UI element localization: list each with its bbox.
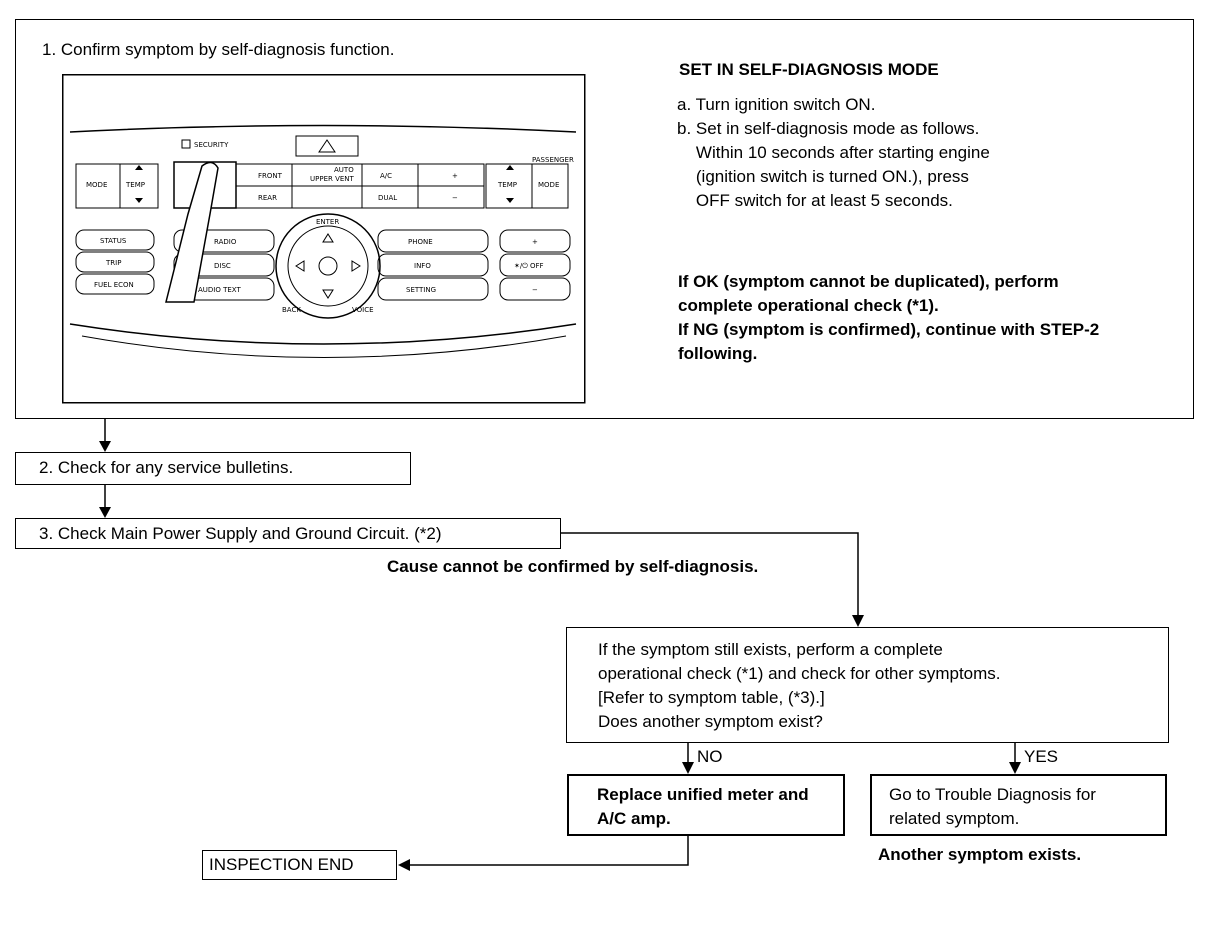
vol-minus-label: −: [532, 286, 538, 294]
status-label: STATUS: [100, 237, 127, 245]
control-panel-illustration: SECURITY PASSENGER MODE TEMP FRONT REAR …: [62, 74, 586, 404]
temp-right-label: TEMP: [497, 181, 517, 189]
instruction-line: (ignition switch is turned ON.), press: [677, 167, 969, 186]
fuel-econ-label: FUEL ECON: [94, 281, 134, 289]
step1-title: 1. Confirm symptom by self-diagnosis fun…: [42, 40, 395, 59]
mode-right-label: MODE: [538, 181, 559, 189]
question-text: If the symptom still exists, perform a c…: [598, 638, 1001, 734]
replace-line: A/C amp.: [597, 809, 671, 828]
replace-box: [567, 774, 845, 836]
step3-box: [15, 518, 561, 549]
phone-label: PHONE: [408, 238, 433, 246]
inspection-end-box: [202, 850, 397, 880]
instruction-line: a. Turn ignition switch ON.: [677, 95, 876, 114]
ac-label: A/C: [380, 172, 392, 180]
back-label: BACK: [282, 306, 301, 314]
self-diagnosis-result: If OK (symptom cannot be duplicated), pe…: [678, 270, 1099, 366]
question-line: [Refer to symptom table, (*3).]: [598, 688, 825, 707]
trip-label: TRIP: [105, 259, 121, 267]
vol-off-label: ✶/⏻ OFF: [514, 262, 544, 270]
replace-line: Replace unified meter and: [597, 785, 809, 804]
rear-label: REAR: [258, 194, 277, 202]
step2-box: [15, 452, 411, 485]
mode-left-label: MODE: [86, 181, 107, 189]
trouble-text: Go to Trouble Diagnosis for related symp…: [889, 783, 1096, 831]
question-line: If the symptom still exists, perform a c…: [598, 640, 943, 659]
step2-label: 2. Check for any service bulletins.: [39, 458, 294, 477]
instruction-line: OFF switch for at least 5 seconds.: [677, 191, 953, 210]
branch-yes-label: YES: [1024, 747, 1059, 766]
fan-plus-label: +: [452, 172, 458, 180]
temp-left-label: TEMP: [125, 181, 145, 189]
question-line: Does another symptom exist?: [598, 712, 823, 731]
instruction-line: Within 10 seconds after starting engine: [677, 143, 990, 162]
disc-label: DISC: [214, 262, 231, 270]
upper-vent-label: UPPER VENT: [310, 175, 355, 183]
voice-label: VOICE: [352, 306, 374, 314]
info-label: INFO: [414, 262, 431, 270]
security-label: SECURITY: [194, 141, 229, 149]
self-diagnosis-instructions: a. Turn ignition switch ON. b. Set in se…: [677, 93, 990, 213]
result-line: If NG (symptom is confirmed), continue w…: [678, 320, 1100, 339]
branch-no-label: NO: [697, 747, 723, 766]
self-diagnosis-heading: SET IN SELF-DIAGNOSIS MODE: [679, 60, 939, 79]
passenger-label: PASSENGER: [532, 156, 574, 164]
question-line: operational check (*1) and check for oth…: [598, 664, 1001, 683]
audio-text-label: AUDIO TEXT: [198, 286, 241, 294]
result-line: If OK (symptom cannot be duplicated), pe…: [678, 272, 1059, 291]
trouble-diagnosis-box: [870, 774, 1167, 836]
pointing-finger-icon: [165, 161, 219, 303]
radio-label: RADIO: [214, 238, 237, 246]
step3-label: 3. Check Main Power Supply and Ground Ci…: [39, 524, 442, 543]
result-line: complete operational check (*1).: [678, 296, 939, 315]
dual-label: DUAL: [378, 194, 397, 202]
replace-text: Replace unified meter and A/C amp.: [597, 783, 809, 831]
cause-note: Cause cannot be confirmed by self-diagno…: [387, 557, 759, 576]
front-label: FRONT: [258, 172, 283, 180]
another-symptom-note: Another symptom exists.: [878, 845, 1082, 864]
result-line: following.: [678, 344, 758, 363]
auto-label: AUTO: [334, 166, 354, 174]
enter-label: ENTER: [316, 218, 339, 226]
fan-minus-label: −: [452, 194, 458, 202]
trouble-line: related symptom.: [889, 809, 1020, 828]
trouble-line: Go to Trouble Diagnosis for: [889, 785, 1096, 804]
vol-plus-label: +: [532, 238, 538, 246]
instruction-line: b. Set in self-diagnosis mode as follows…: [677, 119, 980, 138]
setting-label: SETTING: [406, 286, 436, 294]
inspection-end-label: INSPECTION END: [209, 855, 354, 874]
question-box: [566, 627, 1169, 743]
